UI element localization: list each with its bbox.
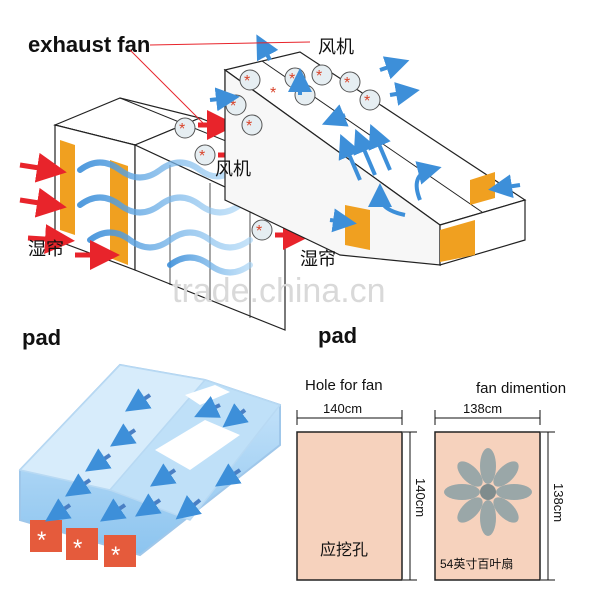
fan-panel: fan dimention 138cm 138cm 54英寸百叶扇 xyxy=(434,380,566,581)
airflow-waves-left xyxy=(77,159,253,276)
cooling-pad-right-front xyxy=(345,205,370,250)
svg-text:*: * xyxy=(37,527,46,554)
fans-tunnel: * * * xyxy=(30,520,136,569)
watermark: trade.china.cn xyxy=(172,272,386,310)
hole-title: Hole for fan xyxy=(305,377,383,394)
hole-height-label: 140cm xyxy=(413,478,428,517)
tunnel-airflow-arrows xyxy=(45,388,249,522)
cooling-pad-left xyxy=(60,140,75,235)
svg-text:*: * xyxy=(111,542,120,569)
tunnel-greenhouse: * * * xyxy=(18,363,282,569)
fan-title: fan dimention xyxy=(476,380,566,397)
hole-panel: Hole for fan 140cm 140cm 应挖孔 xyxy=(296,377,428,581)
svg-text:*: * xyxy=(344,75,350,92)
label-shilian-left: 湿帘 xyxy=(28,239,64,259)
label-fengji-left: 风机 xyxy=(215,159,251,179)
svg-text:*: * xyxy=(179,121,185,138)
hole-width-label: 140cm xyxy=(323,401,362,416)
fan-width-label: 138cm xyxy=(463,401,502,416)
hole-caption: 应挖孔 xyxy=(320,540,368,559)
right-greenhouse: * * * * * * * * xyxy=(209,34,527,267)
svg-text:*: * xyxy=(256,223,262,240)
fan-blades-icon xyxy=(444,448,532,536)
airflow-arrows-right xyxy=(209,34,521,233)
fan-caption: 54英寸百叶扇 xyxy=(440,556,513,571)
label-exhaust-fan: exhaust fan xyxy=(28,32,150,57)
fan-height-label: 138cm xyxy=(551,483,566,522)
label-pad-right: pad xyxy=(318,323,357,348)
svg-text:*: * xyxy=(316,68,322,85)
label-pad-left: pad xyxy=(22,325,61,350)
svg-text:*: * xyxy=(364,93,370,110)
cooling-pad-right-end xyxy=(440,220,475,262)
fan-hole xyxy=(296,431,403,581)
label-fengji-top: 风机 xyxy=(318,37,354,57)
svg-text:*: * xyxy=(230,98,236,115)
svg-text:*: * xyxy=(289,71,295,88)
svg-text:*: * xyxy=(73,535,82,562)
svg-text:*: * xyxy=(270,85,276,102)
intake-arrows-left xyxy=(19,152,120,270)
svg-text:*: * xyxy=(246,118,252,135)
svg-text:*: * xyxy=(244,73,250,90)
svg-text:*: * xyxy=(199,148,205,165)
label-shilian-right: 湿帘 xyxy=(300,249,336,269)
